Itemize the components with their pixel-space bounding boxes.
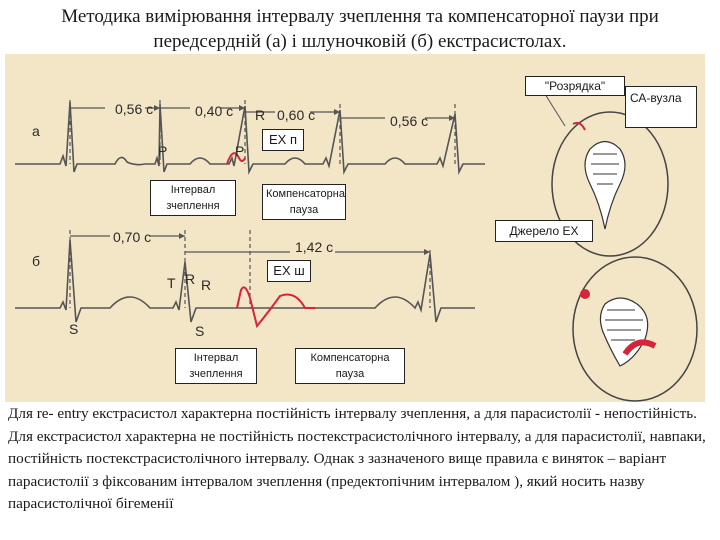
row-b-label: б xyxy=(32,253,40,269)
sa-node-label: СА-вузла xyxy=(625,86,697,128)
interval-b2: 1,42 с xyxy=(295,239,333,255)
ecg-trace-a xyxy=(15,101,485,176)
row-a-label: а xyxy=(32,123,40,139)
coupling-interval-a: Інтервал зчеплення xyxy=(150,180,236,216)
ex-source-label: Джерело ЕХ xyxy=(495,220,593,242)
ectopic-p-wave-a xyxy=(226,152,246,165)
slide-title: Методика вимірювання інтервалу зчеплення… xyxy=(61,6,659,52)
ex-sh-label: ЕХ ш xyxy=(267,260,311,282)
compensatory-pause-a: Компенсаторна пауза xyxy=(262,184,346,220)
ectopic-qrs-b xyxy=(236,286,315,329)
interval-a1: 0,56 с xyxy=(115,101,153,117)
r-wave-label-b1: R xyxy=(185,271,195,287)
heart-diagram-bottom xyxy=(572,256,698,402)
compensatory-pause-b: Компенсаторна пауза xyxy=(295,348,405,384)
interval-a2: 0,40 с xyxy=(195,103,233,119)
description-text: Для re- entry екстрасистол характерна по… xyxy=(8,405,706,512)
ecg-trace-b xyxy=(15,239,475,323)
ecg-figure: 0,56 с 0,40 с 0,60 с 0,56 с а P P R 0,70… xyxy=(5,54,705,402)
p-wave-label-2: P xyxy=(235,143,244,159)
t-wave-label-b: T xyxy=(167,275,176,291)
s-wave-label-b1: S xyxy=(69,321,78,337)
interval-a4: 0,56 с xyxy=(390,113,428,129)
s-wave-label-b2: S xyxy=(195,323,204,339)
r-wave-label-a: R xyxy=(255,107,265,123)
heart-diagram-top xyxy=(544,93,669,257)
p-wave-label-1: P xyxy=(158,143,167,159)
ex-p-label: ЕХ п xyxy=(262,129,304,151)
interval-a3: 0,60 с xyxy=(277,107,315,123)
discharge-label: "Розрядка" xyxy=(525,76,625,96)
interval-b1: 0,70 с xyxy=(113,229,151,245)
r-wave-label-b2: R xyxy=(201,277,211,293)
coupling-interval-b: Інтервал зчеплення xyxy=(175,348,257,384)
ecg-diagram: 0,56 с 0,40 с 0,60 с 0,56 с а P P R 0,70… xyxy=(15,93,698,402)
